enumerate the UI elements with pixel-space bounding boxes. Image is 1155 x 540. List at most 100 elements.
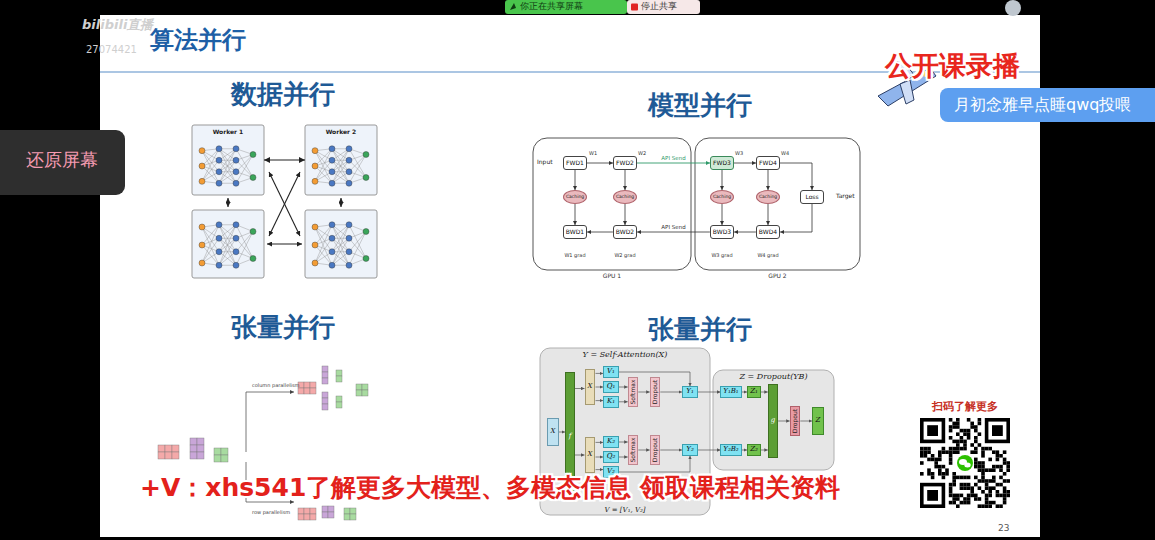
node-text: K₁	[607, 398, 615, 406]
node-text: Y₁B₁	[723, 388, 738, 396]
connector-arrow	[596, 400, 604, 401]
qr-module	[988, 490, 992, 494]
qr-module	[974, 458, 978, 462]
qr-module	[967, 486, 971, 490]
qr-module	[996, 490, 1000, 494]
qr-module	[963, 486, 967, 490]
matrix-cell	[214, 448, 221, 455]
qr-module	[956, 450, 960, 454]
node-text: Y = Self-Attention(X)	[540, 350, 710, 359]
connector-arrow	[587, 163, 613, 164]
compute-box: BWD2	[613, 225, 637, 239]
weight-label: W4	[781, 151, 789, 157]
net-neuron	[216, 157, 222, 163]
connector-arrow	[722, 204, 723, 225]
matrix-cell	[356, 384, 362, 390]
qr-module	[1003, 497, 1007, 501]
matrix-cell	[190, 452, 197, 459]
qr-module	[981, 450, 985, 454]
net-neuron	[216, 249, 222, 255]
qr-caption: 扫码了解更多	[932, 401, 998, 414]
net-neuron	[199, 148, 205, 154]
qr-module	[981, 447, 985, 451]
qr-module	[949, 418, 953, 422]
qr-module	[970, 494, 974, 498]
net-neuron	[312, 148, 318, 154]
qr-module	[956, 418, 960, 422]
qr-module	[952, 479, 956, 483]
matrix-cell	[336, 370, 342, 376]
matrix-cell	[310, 508, 316, 514]
connector-arrow	[619, 387, 628, 388]
qr-module	[970, 490, 974, 494]
node-text: Dropout	[652, 380, 659, 404]
qr-module	[967, 476, 971, 480]
net-neuron	[233, 157, 239, 163]
tensor-split-lines	[246, 392, 294, 452]
qr-module	[996, 458, 1000, 462]
qr-module	[981, 454, 985, 458]
qr-module	[960, 436, 964, 440]
node-text: Y₂B₂	[723, 446, 738, 454]
share-bar	[505, 0, 700, 14]
net-neuron	[346, 235, 352, 241]
share-bar	[631, 4, 638, 11]
node-text: X	[551, 428, 556, 436]
net-neuron	[199, 260, 205, 266]
promo-overlay: +V：xhs541了解更多大模型、多模态信息 领取课程相关资料	[140, 474, 840, 503]
node-text: X	[588, 383, 593, 391]
net-neuron	[216, 235, 222, 241]
qr-module	[992, 501, 996, 505]
matrix-cell	[328, 512, 334, 518]
net-neuron	[250, 175, 256, 181]
qr-module	[985, 504, 989, 508]
qr-module	[970, 425, 974, 429]
qr-module	[931, 458, 935, 462]
node-text: Loss	[805, 194, 818, 201]
net-neuron	[199, 224, 205, 230]
compute-box: FWD4	[756, 156, 780, 170]
connector-arrow	[264, 159, 305, 160]
qr-module	[949, 450, 953, 454]
qr-module	[978, 432, 982, 436]
qr-module	[1006, 461, 1010, 465]
qr-module	[978, 443, 982, 447]
attention-panel-fill	[713, 370, 834, 470]
node-text: Z = Dropout(YB)	[713, 372, 834, 381]
connector-arrow	[619, 401, 628, 402]
qr-module	[981, 465, 985, 469]
matrix-cell	[322, 506, 328, 512]
matrix-box: V₁	[603, 366, 619, 378]
input-label: Input	[537, 159, 553, 166]
worker-box-fill	[305, 210, 377, 278]
softmax-dropout-box: Dropout	[650, 377, 661, 407]
connector-arrow	[734, 163, 756, 164]
qr-module	[952, 440, 956, 444]
qr-module	[996, 454, 1000, 458]
matrix-box: Y₁	[682, 386, 698, 398]
qr-module	[967, 432, 971, 436]
qr-module	[988, 468, 992, 472]
net-neuron	[233, 222, 239, 228]
compute-box: FWD1	[563, 156, 587, 170]
net-neuron	[199, 242, 205, 248]
qr-module	[945, 472, 949, 476]
node-text: Worker 1	[192, 128, 264, 135]
node-text: Worker 2	[305, 128, 377, 135]
qr-module	[992, 468, 996, 472]
input-box: X	[547, 418, 559, 446]
cache-circle: Caching	[563, 190, 587, 204]
qr-module	[960, 501, 964, 505]
qr-module	[956, 432, 960, 436]
node-text: FWD2	[616, 160, 634, 167]
matrix-cell	[328, 506, 334, 512]
qr-module	[974, 429, 978, 433]
compute-box: BWD1	[563, 225, 587, 239]
net-neuron	[329, 146, 335, 152]
share-status: 你正在共享屏幕	[520, 1, 583, 11]
matrix-cell	[362, 384, 368, 390]
net-link	[219, 252, 236, 266]
connector-arrow	[660, 450, 682, 451]
qr-module	[999, 454, 1003, 458]
qr-module	[942, 447, 946, 451]
